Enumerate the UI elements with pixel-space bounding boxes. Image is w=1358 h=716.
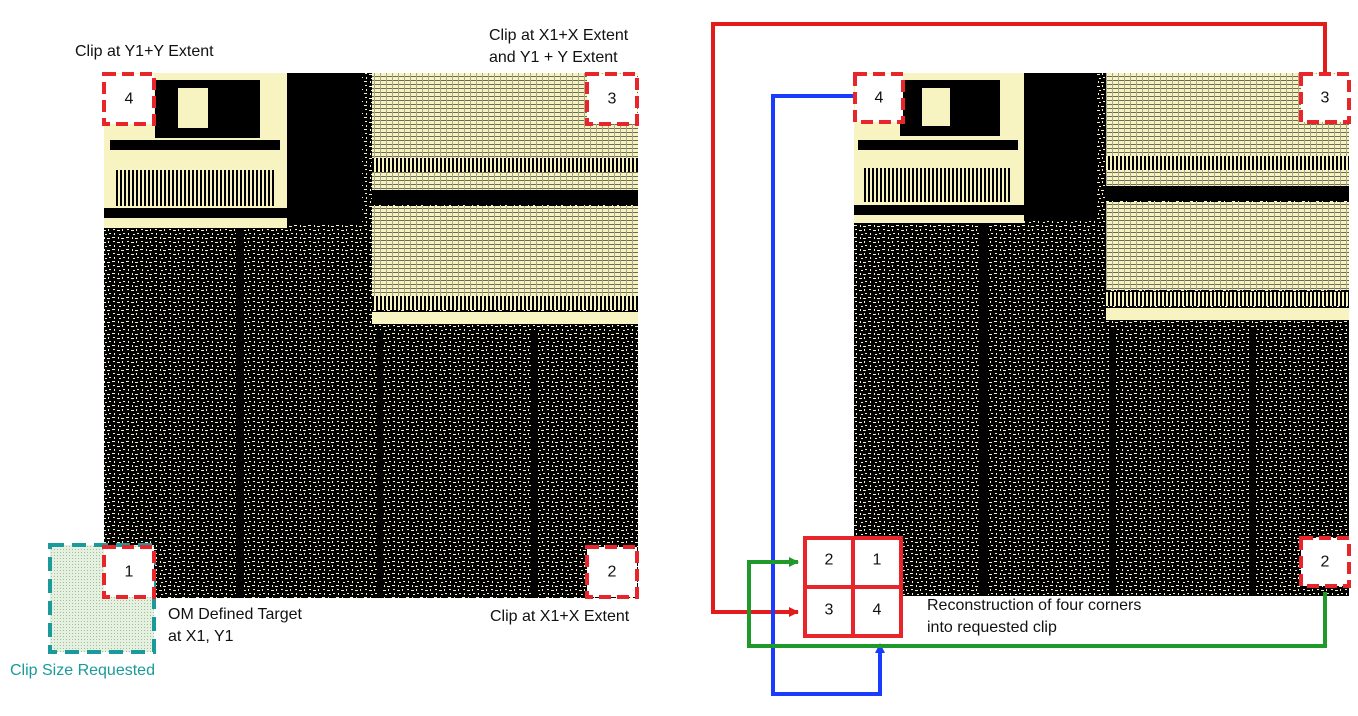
grid-cell-top-right: 1: [873, 552, 882, 569]
label-corner-3-line1: Clip at X1+X Extent: [489, 27, 629, 44]
grid-cell-bottom-right: 4: [873, 602, 882, 619]
caption-line2: into requested clip: [927, 619, 1057, 636]
left-corner-2: 2: [587, 547, 637, 597]
label-target-line1: OM Defined Target: [168, 606, 303, 623]
left-corner-1: 1: [104, 547, 154, 597]
svg-text:1: 1: [125, 564, 134, 581]
right-corner-2: 2: [1301, 538, 1349, 586]
caption-line1: Reconstruction of four corners: [927, 597, 1141, 614]
right-die-image: [854, 73, 1349, 596]
grid-cell-top-left: 2: [825, 552, 834, 569]
label-target-line2: at X1, Y1: [168, 628, 234, 645]
svg-text:2: 2: [1321, 554, 1330, 571]
label-corner-4: Clip at Y1+Y Extent: [75, 43, 214, 60]
svg-text:3: 3: [1321, 90, 1330, 107]
label-corner-3-line2: and Y1 + Y Extent: [489, 49, 618, 66]
svg-text:4: 4: [125, 91, 134, 108]
reconstruction-grid: 2 1 3 4: [805, 538, 901, 636]
svg-text:2: 2: [608, 564, 617, 581]
svg-text:3: 3: [608, 91, 617, 108]
grid-cell-bottom-left: 3: [825, 602, 834, 619]
label-corner-2: Clip at X1+X Extent: [490, 608, 630, 625]
left-corner-3: 3: [587, 74, 637, 124]
svg-text:4: 4: [875, 90, 884, 107]
left-corner-4: 4: [104, 74, 154, 124]
right-corner-3: 3: [1301, 74, 1349, 122]
label-clip-size: Clip Size Requested: [10, 662, 155, 679]
right-corner-4: 4: [855, 74, 903, 122]
left-die-image: [104, 73, 638, 598]
